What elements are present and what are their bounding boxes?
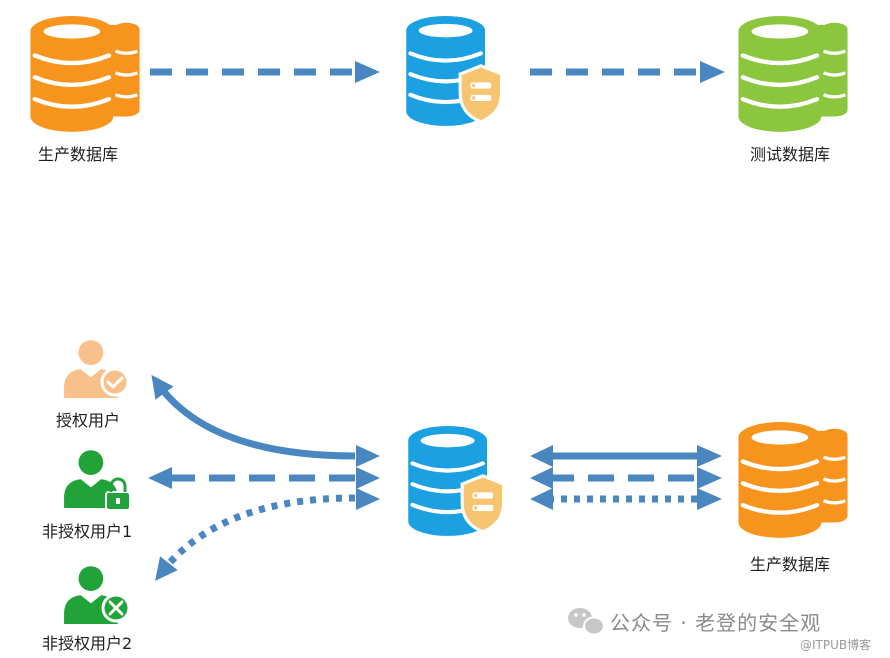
flow-arrowhead [356,467,380,489]
production-database-icon [738,422,847,538]
watermark-text: 公众号 · 老登的安全观 [610,611,822,635]
authorized-access-arrow [151,374,356,460]
production-database-label: 生产数据库 [750,555,831,574]
unauthorized-user-lock-icon [64,450,131,511]
authorized-user-label: 授权用户 [56,411,121,430]
flow-arrowhead [356,445,380,467]
wechat-icon [568,608,605,636]
flow-arrowhead [355,61,380,83]
masking-database-icon [406,16,501,126]
masking-database-icon [408,426,503,536]
flow-arrowhead [148,467,172,489]
test-database-label: 测试数据库 [750,145,831,164]
denied-access-arrow [155,494,356,581]
unauthorized-user-1-label: 非授权用户1 [42,522,133,541]
authorized-user-icon [64,340,130,398]
test-database-icon [738,16,847,132]
unauthorized-user-deny-icon [64,566,131,624]
source-database-icon [30,16,139,132]
source-database-label: 生产数据库 [38,145,119,164]
watermark-source: @ITPUB博客 [800,638,872,652]
unauthorized-user-2-label: 非授权用户2 [42,634,133,653]
bidirectional-arrows [530,445,722,510]
flow-arrowhead [700,61,725,83]
flow-arrowhead [356,488,380,510]
